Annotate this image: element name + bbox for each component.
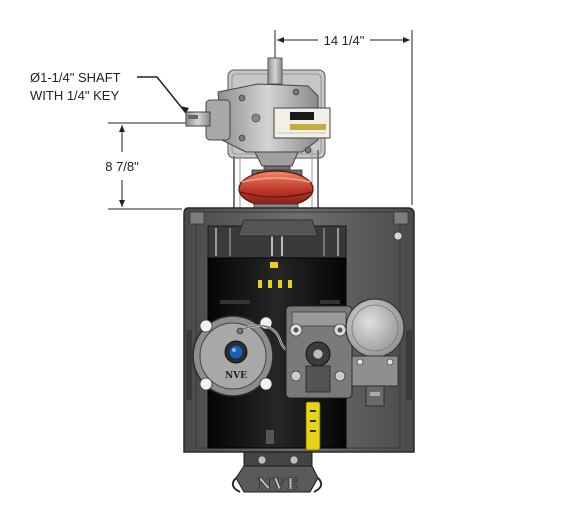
pressure-switch-body [345,298,405,358]
blue-port [228,344,244,360]
callout-line-2: WITH 1/4" KEY [30,88,119,103]
shaft-key [188,115,198,119]
height-dimension-label: 8 7/8" [105,159,139,174]
callout-leader [137,76,187,114]
valve-block [285,305,353,451]
callout-line-1: Ø1-1/4" SHAFT [30,70,121,85]
gearbox-neck [254,151,299,167]
callout-arrowhead [180,106,189,113]
top-shaft [267,57,283,85]
base-foot: NVE [231,451,323,493]
width-dimension-label: 14 1/4" [324,33,365,48]
width-dimension: 14 1/4" [274,30,413,205]
coupling-tire [238,170,314,208]
yellow-tag [305,401,321,451]
motor-top-bracket [207,225,347,259]
gearbox [185,57,331,175]
pump-head: NVE [192,315,319,397]
height-dimension: 8 7/8" [105,122,190,210]
base-logo: NVE [258,475,301,493]
pump-head-logo: NVE [225,371,247,381]
shaft-callout: Ø1-1/4" SHAFT WITH 1/4" KEY [30,70,189,114]
pressure-switch [345,298,405,407]
